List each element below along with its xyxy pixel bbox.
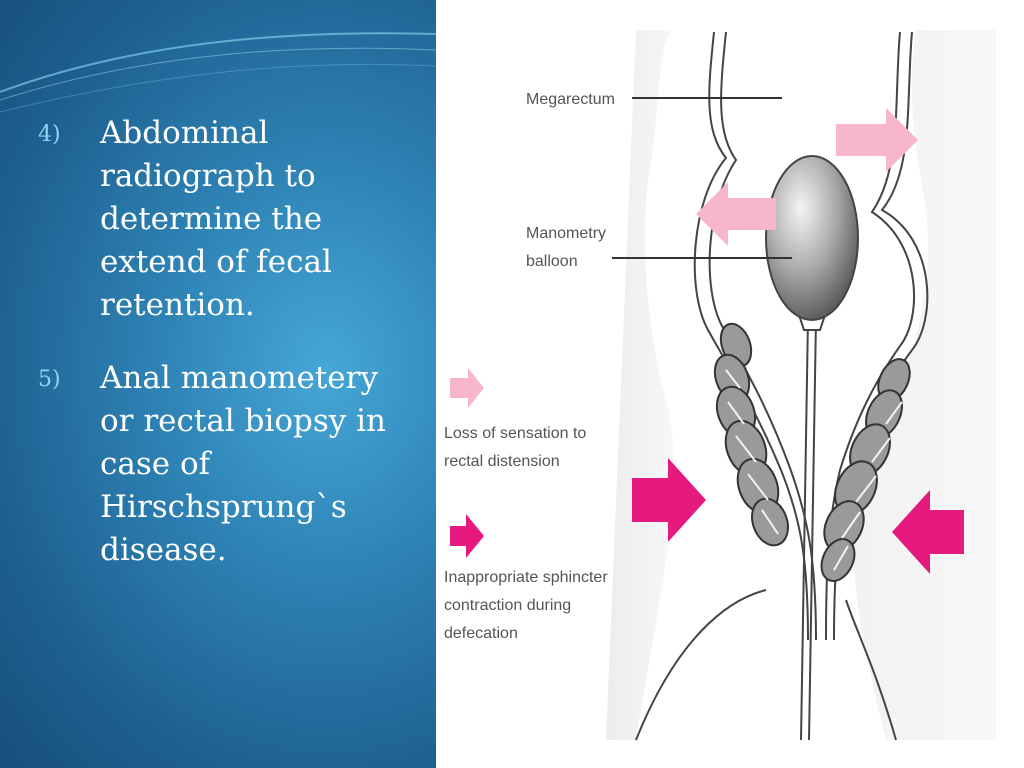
- anorectal-manometry-diagram: Megarectum Manometry balloon Loss of sen…: [444, 30, 996, 741]
- legend1-line2: rectal distension: [444, 453, 560, 470]
- sphincter-muscle-right-stripes: [833, 401, 903, 571]
- label-balloon: balloon: [526, 253, 578, 270]
- skin-line-right: [845, 599, 897, 741]
- bullet-number: 4): [38, 122, 61, 147]
- bullet-text: Anal manometery or rectal biopsy in case…: [100, 360, 386, 568]
- bullet-list: 4) Abdominal radiograph to determine the…: [38, 112, 418, 602]
- label-manometry: Manometry: [526, 225, 606, 242]
- catheter-line-right: [808, 317, 817, 741]
- label-megarectum: Megarectum: [526, 91, 615, 108]
- legend2-line2: contraction during: [444, 597, 571, 614]
- legend-strong-arrow-icon: [450, 514, 484, 558]
- skin-line-left: [635, 589, 767, 741]
- legend2-line1: Inappropriate sphincter: [444, 569, 608, 586]
- diagram-panel: Megarectum Manometry balloon Loss of sen…: [436, 0, 1024, 768]
- rectal-wall-left-outer: [693, 31, 809, 641]
- manometry-balloon-shape: [765, 155, 859, 321]
- distension-arrow-right: [836, 108, 918, 172]
- rectal-tissue-left: [606, 30, 675, 740]
- legend2-line3: defecation: [444, 625, 518, 642]
- sphincter-contraction-arrow-right: [892, 490, 964, 574]
- rectal-tissue-right: [666, 30, 996, 740]
- catheter-line-left: [800, 317, 809, 741]
- bullet-text: Abdominal radiograph to determine the ex…: [100, 115, 332, 323]
- sphincter-contraction-arrow-left: [632, 458, 706, 542]
- bullet-item: 4) Abdominal radiograph to determine the…: [38, 112, 418, 327]
- legend1-line1: Loss of sensation to: [444, 425, 586, 442]
- legend-light-arrow-icon: [450, 368, 484, 408]
- decorative-swoosh: [0, 32, 436, 113]
- sphincter-muscle-right: [820, 358, 911, 582]
- distension-arrow-left: [696, 182, 776, 246]
- bullet-item: 5) Anal manometery or rectal biopsy in c…: [38, 357, 418, 572]
- slide-background-panel: 4) Abdominal radiograph to determine the…: [0, 0, 436, 768]
- sphincter-muscle-left-stripes: [725, 369, 779, 535]
- bullet-number: 5): [38, 367, 61, 392]
